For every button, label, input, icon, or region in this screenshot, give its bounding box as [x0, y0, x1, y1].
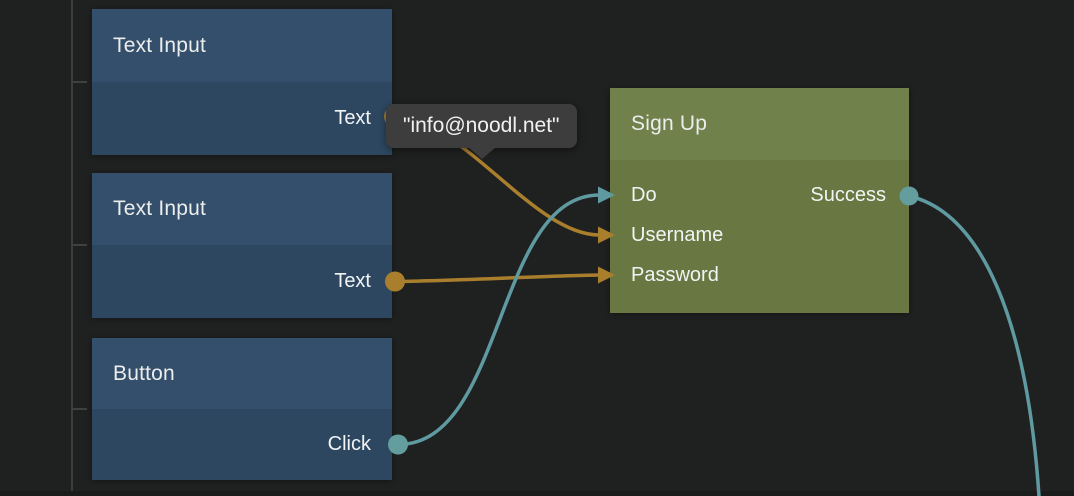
wire-click-to-do[interactable]: [397, 193, 601, 447]
node-title: Text Input: [113, 197, 207, 220]
port-label: Username: [631, 223, 724, 246]
wire-text2-to-password[interactable]: [395, 273, 601, 284]
node-title-bar[interactable]: Text Input: [92, 173, 392, 245]
node-body: Do Username Password Success: [610, 160, 909, 313]
ruler-tick: [72, 408, 87, 410]
node-text-input-1[interactable]: Text Input Text: [92, 9, 392, 155]
node-title-bar[interactable]: Text Input: [92, 9, 392, 82]
tooltip-text: "info@noodl.net": [403, 114, 560, 137]
node-title: Text Input: [113, 33, 207, 57]
port-label: Success: [810, 183, 886, 206]
output-port-text[interactable]: Text: [92, 245, 392, 318]
input-port-password[interactable]: Password: [610, 255, 909, 295]
ruler-tick: [72, 244, 87, 246]
node-title: Sign Up: [631, 112, 708, 135]
output-port-click[interactable]: Click: [92, 409, 392, 480]
node-sign-up[interactable]: Sign Up Do Username Password Success: [610, 88, 909, 313]
port-label: Text: [334, 270, 371, 292]
node-body: Text: [92, 82, 392, 155]
port-label: Click: [327, 433, 371, 455]
node-title: Button: [113, 361, 175, 385]
node-text-input-2[interactable]: Text Input Text: [92, 173, 392, 318]
port-label: Do: [631, 183, 657, 206]
port-label: Password: [631, 263, 719, 286]
wire-success-offscreen[interactable]: [907, 194, 1041, 496]
node-button[interactable]: Button Click: [92, 338, 392, 480]
node-body: Text: [92, 245, 392, 318]
value-tooltip: "info@noodl.net": [386, 104, 577, 159]
port-label: Text: [334, 107, 371, 129]
node-body: Click: [92, 409, 392, 480]
node-title-bar[interactable]: Sign Up: [610, 88, 909, 160]
tooltip-pointer-icon: [468, 147, 496, 159]
output-port-text[interactable]: Text: [92, 82, 392, 155]
input-port-do[interactable]: Do: [610, 175, 909, 215]
node-title-bar[interactable]: Button: [92, 338, 392, 409]
ruler-line: [71, 0, 73, 496]
input-port-username[interactable]: Username: [610, 215, 909, 255]
canvas-bottom-edge: [0, 491, 1074, 496]
ruler-tick: [72, 81, 87, 83]
output-port-success[interactable]: Success: [810, 175, 909, 215]
